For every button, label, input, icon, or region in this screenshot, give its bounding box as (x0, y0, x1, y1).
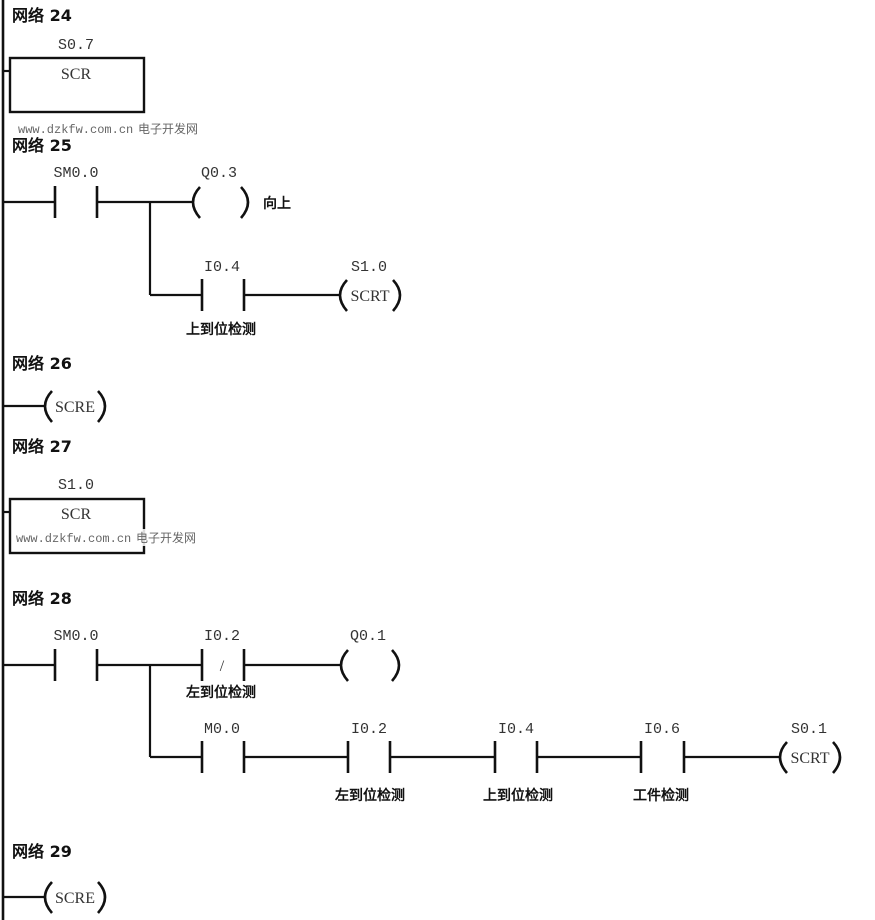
output-coil[interactable]: Q0.3 向上 (191, 165, 291, 219)
scr-box-label: SCR (61, 506, 92, 523)
contact-no[interactable]: SM0.0 (53, 165, 99, 218)
coil-right-paren (96, 390, 107, 423)
scr-box[interactable] (8, 56, 146, 114)
scre-coil[interactable]: SCRE (43, 881, 107, 914)
contact-operand: M0.0 (204, 721, 240, 738)
coil-right-paren (390, 649, 401, 682)
contact-no[interactable]: SM0.0 (53, 628, 99, 681)
coil-operand: S0.1 (791, 721, 827, 738)
contact-operand: I0.2 (351, 721, 387, 738)
scr-box-label: SCR (61, 66, 92, 83)
coil-operand: Q0.3 (201, 165, 237, 182)
coil-operand: Q0.1 (350, 628, 386, 645)
watermark-url: www.dzkfw.com.cn (18, 123, 133, 137)
network-title: 网络 25 (12, 136, 72, 155)
contact-comment: 上到位检测 (186, 321, 256, 338)
contact-no[interactable]: I0.4 上到位检测 (186, 259, 256, 338)
network-26[interactable]: 网络 26 SCRE (3, 354, 107, 423)
watermark: www.dzkfw.com.cn 电子开发网 (14, 120, 210, 137)
coil-right-paren (391, 279, 402, 312)
watermark-bg (14, 120, 210, 137)
contact-operand: I0.6 (644, 721, 680, 738)
contact-comment: 左到位检测 (334, 787, 405, 804)
coil-left-paren (43, 881, 54, 914)
coil-right-paren (831, 741, 842, 774)
contact-operand: SM0.0 (53, 628, 98, 645)
contact-nc[interactable]: I0.2 / 左到位检测 (185, 628, 256, 701)
coil-label: SCRT (790, 750, 829, 767)
watermark-site-name: 电子开发网 (138, 121, 198, 136)
coil-right-paren (239, 186, 250, 219)
negation-slash: / (220, 658, 225, 675)
contact-no[interactable]: M0.0 (200, 721, 246, 773)
network-title: 网络 27 (12, 437, 72, 456)
contact-operand: I0.4 (498, 721, 534, 738)
network-28[interactable]: 网络 28 SM0.0 I0.2 / 左到位检测 Q0.1 M0.0 (3, 589, 842, 804)
scrt-coil[interactable]: S0.1 SCRT (778, 721, 842, 774)
coil-label: SCRT (350, 288, 389, 305)
contact-no[interactable]: I0.6 工件检测 (633, 721, 689, 804)
coil-left-paren (339, 649, 350, 682)
coil-right-paren (96, 881, 107, 914)
coil-left-paren (43, 390, 54, 423)
network-title: 网络 26 (12, 354, 72, 373)
coil-left-paren (338, 279, 349, 312)
network-title: 网络 29 (12, 842, 72, 861)
watermark: www.dzkfw.com.cn 电子开发网 (14, 529, 210, 546)
network-24[interactable]: 网络 24 S0.7 SCR (3, 6, 146, 114)
contact-operand: I0.4 (204, 259, 240, 276)
contact-operand: I0.2 (204, 628, 240, 645)
scrt-coil[interactable]: S1.0 SCRT (338, 259, 402, 312)
network-25[interactable]: 网络 25 SM0.0 Q0.3 向上 I0.4 上到位检测 S1.0 (3, 136, 402, 338)
network-29[interactable]: 网络 29 SCRE (3, 842, 107, 914)
coil-operand: S1.0 (351, 259, 387, 276)
contact-no[interactable]: I0.4 上到位检测 (483, 721, 553, 804)
coil-comment: 向上 (263, 195, 291, 212)
watermark-bg (14, 529, 210, 546)
scr-operand: S0.7 (58, 37, 94, 54)
scre-coil[interactable]: SCRE (43, 390, 107, 423)
coil-left-paren (778, 741, 789, 774)
contact-comment: 上到位检测 (483, 787, 553, 804)
coil-label: SCRE (55, 890, 95, 907)
contact-comment: 左到位检测 (185, 684, 256, 701)
contact-comment: 工件检测 (633, 787, 689, 804)
contact-operand: SM0.0 (53, 165, 98, 182)
coil-label: SCRE (55, 399, 95, 416)
scr-operand: S1.0 (58, 477, 94, 494)
output-coil[interactable]: Q0.1 (339, 628, 401, 682)
watermark-url: www.dzkfw.com.cn (16, 532, 131, 546)
network-title: 网络 24 (12, 6, 72, 25)
coil-left-paren (191, 186, 202, 219)
contact-no[interactable]: I0.2 左到位检测 (334, 721, 405, 804)
watermark-site-name: 电子开发网 (136, 530, 196, 545)
network-title: 网络 28 (12, 589, 72, 608)
